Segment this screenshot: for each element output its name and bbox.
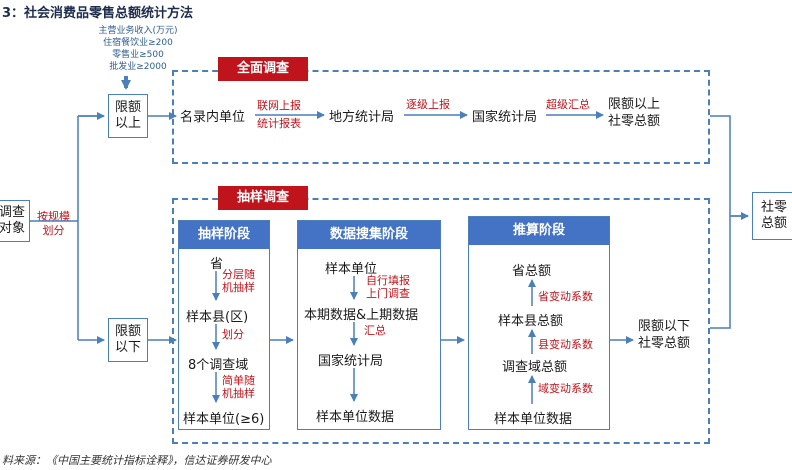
collection-stage-panel: 数据搜集阶段 [297, 220, 441, 430]
split-line [30, 115, 104, 340]
scale-split-label: 按规模 划分 [37, 210, 70, 237]
period-data-node: 本期数据&上期数据 [304, 308, 419, 323]
domain-total-node: 调查域总额 [502, 360, 568, 375]
registered-unit: 名录内单位 [180, 110, 246, 125]
final-total-box: 社零 总额 [752, 192, 792, 240]
survey-domains-node: 8个调查域 [188, 358, 249, 373]
aggregate-label: 汇总 [364, 324, 386, 337]
collection-stage-header: 数据搜集阶段 [298, 221, 440, 249]
sampling-stage-header: 抽样阶段 [179, 221, 269, 249]
self-report-label: 自行填报 上门调查 [366, 274, 410, 300]
sampling-survey-frame [172, 198, 710, 444]
province-node: 省 [210, 257, 224, 272]
statistical-form-label: 统计报表 [257, 117, 301, 130]
sampling-stage-panel: 抽样阶段 [178, 220, 270, 430]
sample-units-node: 样本单位(≥6) [183, 412, 265, 427]
sample-county-node: 样本县(区) [186, 310, 249, 325]
sample-unit-node: 样本单位 [325, 262, 378, 277]
divide-label: 划分 [222, 328, 244, 341]
above-limit-box: 限额 以上 [108, 94, 148, 138]
full-survey-tag: 全面调查 [218, 57, 308, 81]
below-limit-box: 限额 以下 [108, 318, 148, 362]
online-report-label: 联网上报 [257, 99, 301, 112]
national-bureau-node: 国家统计局 [318, 354, 384, 369]
sampling-survey-tag: 抽样调查 [218, 186, 308, 210]
below-limit-result: 限额以下 社零总额 [638, 319, 691, 351]
threshold-line: 住宿餐饮业≥200 [103, 38, 173, 48]
national-bureau: 国家统计局 [472, 110, 538, 125]
threshold-line: 主营业务收入(万元) [98, 26, 178, 36]
level-report-label: 逐级上报 [406, 98, 450, 111]
figure-title: 3：社会消费品零售总额统计方法 [2, 6, 194, 21]
threshold-line: 批发业≥2000 [109, 62, 167, 72]
domain-factor-label: 域变动系数 [538, 382, 593, 395]
threshold-notes: 主营业务收入(万元) 住宿餐饮业≥200 零售业≥500 批发业≥2000 [86, 25, 190, 73]
county-factor-label: 县变动系数 [538, 338, 593, 351]
county-total-node: 样本县总额 [498, 314, 564, 329]
survey-object-box: 调查 对象 [0, 200, 30, 242]
frames-to-total [710, 115, 748, 329]
super-summary-label: 超级汇总 [546, 98, 590, 111]
threshold-line: 零售业≥500 [112, 50, 164, 60]
above-limit-result: 限额以上 社零总额 [608, 97, 661, 129]
simple-sampling-label: 简单随 机抽样 [222, 374, 255, 400]
stratified-sampling-label: 分层随 机抽样 [222, 268, 255, 294]
sample-unit-data-node: 样本单位数据 [494, 412, 573, 427]
estimation-stage-panel: 推算阶段 [468, 216, 610, 430]
province-factor-label: 省变动系数 [538, 290, 593, 303]
province-total-node: 省总额 [512, 264, 552, 279]
source-note: 料来源：《中国主要统计指标诠释》，信达证券研发中心 [2, 454, 272, 467]
unit-data-node: 样本单位数据 [316, 410, 395, 425]
local-bureau: 地方统计局 [329, 110, 395, 125]
estimation-stage-header: 推算阶段 [469, 217, 609, 245]
